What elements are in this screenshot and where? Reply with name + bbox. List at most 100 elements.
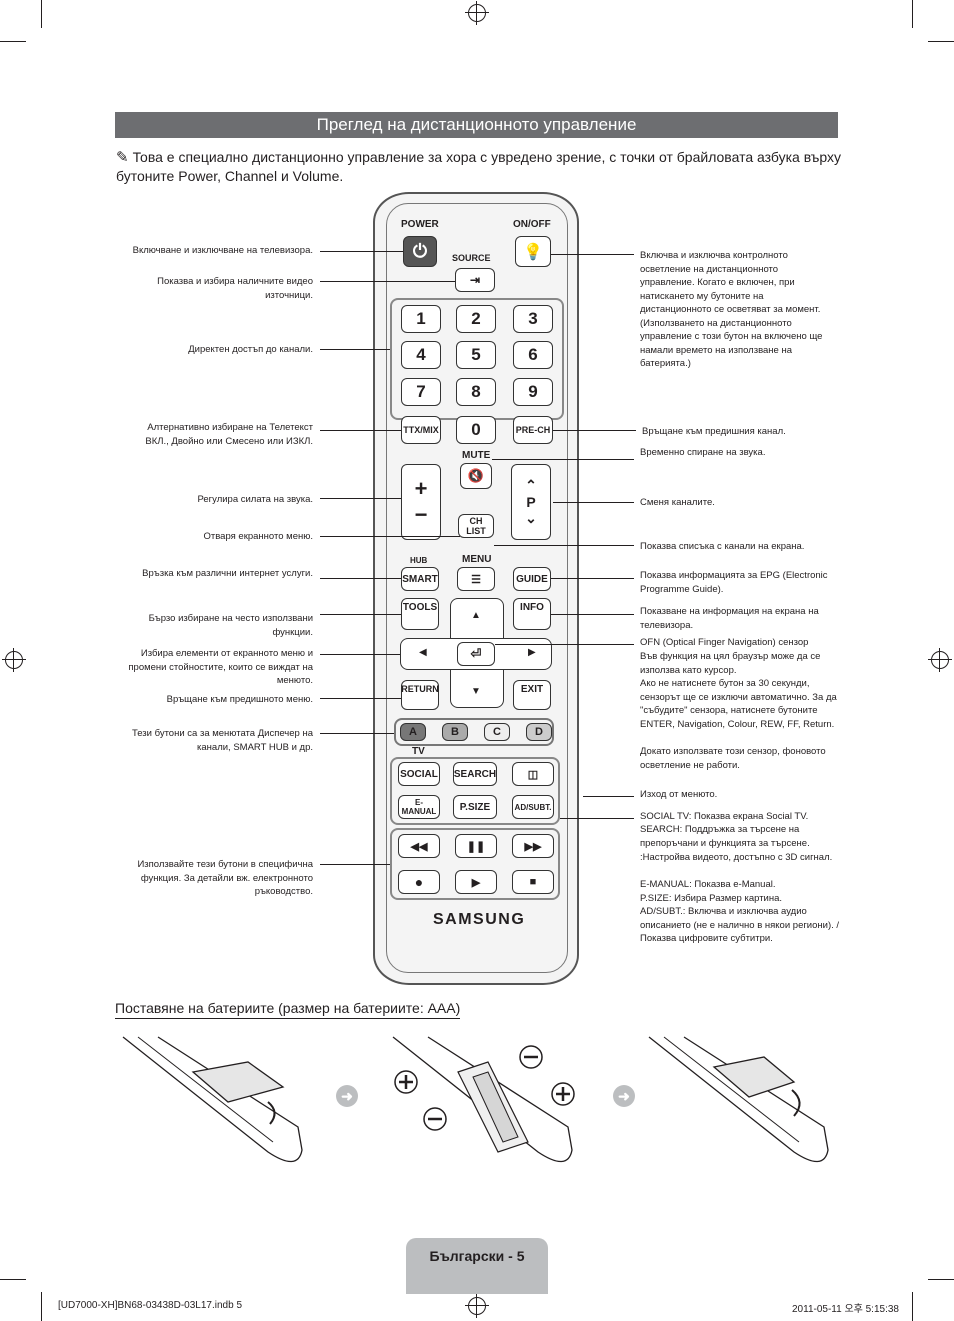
social-button[interactable]: SOCIAL <box>398 762 440 786</box>
number-button-9[interactable]: 9 <box>513 378 553 406</box>
pre-ch-button[interactable]: PRE-CH <box>513 416 553 444</box>
number-button-2[interactable]: 2 <box>456 305 496 333</box>
leader-line <box>551 578 634 579</box>
volume-up-icon: + <box>414 476 428 501</box>
tv-label: TV <box>412 746 425 757</box>
intro-note-text: Това е специално дистанционно управление… <box>116 149 842 184</box>
crop-mark <box>912 0 913 28</box>
remote-inner-panel <box>386 203 568 973</box>
fast-forward-button[interactable]: ▶▶ <box>512 834 554 858</box>
source-button[interactable]: ⇥ <box>455 268 495 292</box>
p-size-button[interactable]: P.SIZE <box>453 795 497 819</box>
search-button[interactable]: SEARCH <box>453 762 497 786</box>
exit-button[interactable]: EXIT <box>513 680 551 710</box>
annotation-color-buttons: Тези бутони са за менютата Диспечер на к… <box>131 728 313 753</box>
media-group <box>390 828 560 900</box>
nav-up-icon[interactable]: ▲ <box>471 610 481 621</box>
annotation-search: SEARCH: Поддръжка за търсене на препоръч… <box>640 824 810 849</box>
step-arrow-icon: ➜ <box>613 1085 635 1107</box>
annotation-light: Включва и изключва контролното осветлени… <box>640 250 823 369</box>
annotation-return: Връщане към предишното меню. <box>166 694 313 705</box>
mute-button[interactable]: 🔇 <box>460 463 492 489</box>
annotation-social: SOCIAL TV: Показва екрана Social TV. <box>640 811 809 822</box>
annotation-e-manual: E-MANUAL: Показва e-Manual. <box>640 879 776 890</box>
power-button[interactable]: ⏻ <box>403 236 437 267</box>
mute-label: MUTE <box>462 450 491 461</box>
crop-mark <box>0 1279 26 1280</box>
menu-button[interactable]: ☰ <box>457 567 495 591</box>
number-button-6[interactable]: 6 <box>513 341 553 369</box>
annotation-ofn-timeout: Ако не натиснете бутон за 30 секунди, се… <box>640 678 837 730</box>
pause-button[interactable]: ❚❚ <box>455 834 497 858</box>
annotation-smart: Връзка към различни интернет услуги. <box>142 568 313 579</box>
step-arrow-icon: ➜ <box>336 1085 358 1107</box>
annotation-ch-list: Показва списъка с канали на екрана. <box>640 541 805 552</box>
number-button-0[interactable]: 0 <box>456 416 496 444</box>
leader-line <box>320 498 401 499</box>
smart-hub-button[interactable]: SMART <box>401 567 439 591</box>
leader-line <box>551 614 634 615</box>
annotation-ttx: Алтернативно избиране на Телетекст ВКЛ.,… <box>145 422 313 447</box>
leader-line <box>320 864 390 865</box>
color-button-c[interactable]: C <box>484 723 510 741</box>
channel-rocker[interactable]: ⌃P⌄ <box>511 464 551 540</box>
leader-line <box>320 654 400 655</box>
annotation-ofn-title: OFN (Optical Finger Navigation) сензор <box>640 637 809 648</box>
number-button-7[interactable]: 7 <box>401 378 441 406</box>
color-button-a[interactable]: A <box>400 723 426 741</box>
number-button-4[interactable]: 4 <box>401 341 441 369</box>
onoff-label: ON/OFF <box>513 219 551 230</box>
nav-left-icon[interactable]: ◀ <box>419 647 427 658</box>
enter-button[interactable]: ⏎ <box>457 642 495 666</box>
channel-up-icon: ⌃ <box>525 477 537 493</box>
leader-line <box>551 254 634 255</box>
leader-line <box>583 796 634 797</box>
rewind-button[interactable]: ◀◀ <box>398 834 440 858</box>
number-button-1[interactable]: 1 <box>401 305 441 333</box>
ch-list-button[interactable]: CH LIST <box>458 514 494 538</box>
info-button[interactable]: INFO <box>513 598 551 630</box>
annotation-exit: Изход от менюто. <box>640 789 718 800</box>
crop-mark <box>912 1292 913 1321</box>
ttx-mix-button[interactable]: TTX/MIX <box>401 416 441 444</box>
e-manual-button[interactable]: E-MANUAL <box>398 795 440 819</box>
leader-line <box>553 502 634 503</box>
crop-mark <box>928 1279 954 1280</box>
return-button[interactable]: RETURN <box>401 680 439 710</box>
color-button-b[interactable]: B <box>442 723 468 741</box>
annotation-guide: Показва информацията за EPG (Electronic … <box>640 570 828 595</box>
channel-label: P <box>526 494 536 510</box>
nav-right-icon[interactable]: ▶ <box>528 647 536 658</box>
menu-label: MENU <box>462 554 492 565</box>
channel-down-icon: ⌄ <box>525 510 537 526</box>
color-button-group <box>394 718 554 746</box>
tools-button[interactable]: TOOLS <box>401 598 439 630</box>
light-button[interactable]: 💡 <box>515 236 551 267</box>
number-button-8[interactable]: 8 <box>456 378 496 406</box>
annotation-numbers: Директен достъп до канали. <box>188 344 313 355</box>
number-button-3[interactable]: 3 <box>513 305 553 333</box>
annotation-p-size: P.SIZE: Избира Размер картина. <box>640 893 783 904</box>
stop-button[interactable]: ■ <box>512 870 554 894</box>
page-number-tab: Български - 5 <box>406 1238 548 1294</box>
page-title: Преглед на дистанционното управление <box>115 112 838 138</box>
pencil-note-icon: ✎ <box>116 149 129 166</box>
number-button-5[interactable]: 5 <box>456 341 496 369</box>
battery-step-3-illustration <box>648 1036 829 1163</box>
volume-rocker[interactable]: +− <box>401 464 441 540</box>
play-button[interactable]: ▶ <box>455 870 497 894</box>
3d-button[interactable]: ◫ <box>512 762 554 786</box>
color-button-d[interactable]: D <box>526 723 552 741</box>
leader-line <box>320 578 401 579</box>
annotation-pre-ch: Връщане към предишния канал. <box>642 426 786 437</box>
ad-subt-button[interactable]: AD/SUBT. <box>512 795 554 819</box>
source-label: SOURCE <box>452 253 491 263</box>
guide-button[interactable]: GUIDE <box>513 567 551 591</box>
leader-line <box>320 614 401 615</box>
print-date-info: 2011-05-11 오후 5:15:38 <box>792 1304 899 1315</box>
brand-logo: SAMSUNG <box>433 911 526 928</box>
leader-line <box>320 281 455 282</box>
print-file-info: [UD7000-XH]BN68-03438D-03L17.indb 5 <box>58 1300 243 1311</box>
record-button[interactable]: ● <box>398 870 440 894</box>
nav-down-icon[interactable]: ▼ <box>471 686 481 697</box>
